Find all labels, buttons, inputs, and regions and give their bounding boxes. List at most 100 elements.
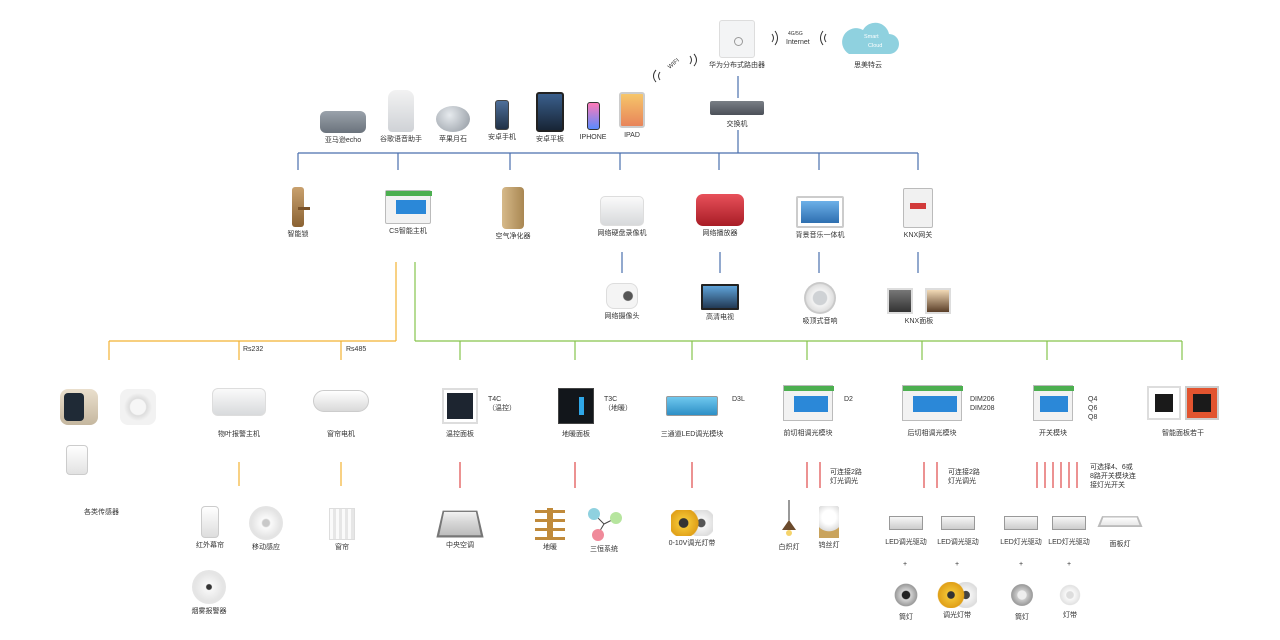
led-driver-1: LED调光驱动	[884, 512, 928, 547]
hd-tv-label: 高清电视	[706, 314, 734, 321]
tag-d3l: D3L	[732, 396, 745, 403]
led-dimming-module: 三通道LED调光模块	[658, 396, 726, 439]
note-dim: 可连接2路 灯光调光	[948, 469, 980, 485]
wifi-icon	[653, 53, 697, 83]
google-speaker-icon	[388, 90, 414, 132]
downlight-1-icon	[891, 580, 921, 610]
leading-edge-module: 前切相调光模块	[778, 385, 838, 438]
ceiling-speaker-label: 吸顶式音响	[802, 318, 838, 325]
sensor-label: 各类传感器	[84, 509, 119, 516]
knx-panel: KNX面板	[880, 288, 958, 326]
smart-cloud: Smart Cloud 思美特云	[832, 18, 904, 70]
ir-curtain-sensor: 红外幕帘	[192, 506, 228, 550]
internet-4g-label: 4G/5G	[788, 31, 803, 37]
moonstone-speaker-icon	[436, 106, 470, 132]
smoke-alarm: 烟雾报警器	[186, 570, 232, 616]
led-driver-2-label: LED调光驱动	[937, 539, 979, 546]
leading-edge-label: 前切相调光模块	[783, 430, 833, 437]
dimming-strip-label: 调光灯带	[943, 612, 971, 619]
halogen-label: 钨丝灯	[818, 542, 840, 549]
device-iphone: IPHONE	[576, 102, 610, 142]
android-tablet-icon	[536, 92, 564, 132]
network-player: 网络播放器	[692, 194, 748, 238]
cloud-text-1: Smart	[864, 34, 879, 40]
motion-sensor-icon	[249, 506, 283, 540]
led-driver-4-label: LED灯光驱动	[1048, 539, 1090, 546]
switch-module-icon	[1033, 385, 1074, 421]
central-ac: 中央空调	[434, 506, 486, 550]
bulb-icon	[819, 506, 839, 538]
thermostat-icon	[442, 388, 478, 424]
switch-icon	[710, 101, 764, 115]
knx-gateway-icon	[903, 188, 933, 228]
cloud-icon: Smart Cloud	[842, 22, 899, 54]
smart-panel-group	[1147, 386, 1219, 420]
tag-q: Q4 Q6 Q8	[1088, 396, 1098, 421]
nvr-icon	[600, 196, 644, 226]
cloud-text-2: Cloud	[868, 43, 882, 49]
tag-t4c: T4C （温控）	[488, 396, 516, 412]
ceiling-speaker: 吸顶式音响	[794, 282, 846, 326]
knx-panel-group	[887, 288, 951, 314]
ir-curtain-icon	[201, 506, 219, 538]
rs485-label: Rs485	[346, 346, 367, 353]
led-driver-4-icon	[1052, 516, 1086, 530]
smart-panel-label: 智能面板若干	[1162, 430, 1204, 437]
cs-host-label: CS智能主机	[389, 228, 427, 235]
led-driver-3: LED灯光驱动	[998, 512, 1044, 547]
switch-label: 交换机	[726, 121, 748, 128]
ip-camera-label: 网络摄像头	[604, 313, 640, 320]
ac-icon	[436, 510, 484, 538]
floor-heating-label: 地暖	[543, 544, 557, 551]
trailing-edge-label: 后切相调光模块	[907, 430, 957, 437]
network-player-icon	[696, 194, 744, 226]
knx-panel-icon-1	[887, 288, 913, 314]
alarm-sensor-icon	[120, 389, 156, 425]
floor-heat-panel-label: 地暖面板	[562, 431, 590, 438]
air-sensor-icon	[60, 389, 98, 425]
air-purifier: 空气净化器	[488, 187, 538, 241]
device-google-label: 谷歌语音助手	[380, 136, 422, 143]
halogen-lamp: 钨丝灯	[814, 506, 844, 550]
panel-light-label: 面板灯	[1109, 541, 1131, 548]
led-driver-1-label: LED调光驱动	[885, 539, 927, 546]
device-ipad-label: IPAD	[624, 132, 640, 139]
led-strip-label: 0-10V调光灯带	[668, 540, 716, 547]
knx-panel-icon-2	[925, 288, 951, 314]
triple-system-icon	[588, 508, 622, 541]
tag-d2: D2	[844, 396, 853, 403]
device-echo: 亚马逊echo	[316, 105, 370, 145]
router-icon	[719, 20, 755, 58]
switch-module-label: 开关模块	[1039, 430, 1067, 437]
air-purifier-icon	[502, 187, 524, 229]
ac-label: 中央空调	[446, 542, 474, 549]
led-strip: 0-10V调光灯带	[666, 510, 718, 548]
curtain-icon	[329, 508, 355, 540]
water-sensor-icon	[66, 445, 88, 475]
note-q: 可选择4、6或 8路开关模块连 接灯光开关	[1090, 464, 1136, 489]
plus-1: +	[903, 561, 908, 568]
echo-speaker-icon	[320, 111, 366, 133]
tag-t3c: T3C （地暖）	[604, 396, 632, 412]
led-driver-3-icon	[1004, 516, 1038, 530]
led-driver-4: LED灯光驱动	[1046, 512, 1092, 547]
sensor-group: 各类传感器	[58, 385, 168, 525]
plus-2: +	[955, 561, 960, 568]
floor-heating: 地暖	[530, 508, 570, 552]
device-android-tablet-label: 安卓平板	[536, 136, 564, 143]
downlight-2: 筒灯	[1002, 580, 1042, 622]
floor-heat-panel: 地暖面板	[552, 388, 600, 439]
led-driver-1-icon	[889, 516, 923, 530]
plus-3: +	[1019, 561, 1024, 568]
air-purifier-label: 空气净化器	[495, 233, 531, 240]
green-bus-lines	[414, 262, 1183, 360]
downlight-2-label: 筒灯	[1015, 614, 1029, 621]
floor-heat-panel-icon	[558, 388, 594, 424]
downlight-1-label: 筒灯	[899, 614, 913, 621]
blue-network-lines	[297, 76, 919, 273]
pendant-lamp-icon	[782, 500, 796, 536]
knx-gateway: KNX网关	[892, 188, 944, 240]
motion-sensor-label: 移动感应	[252, 544, 280, 551]
ip-camera-icon	[606, 283, 638, 309]
